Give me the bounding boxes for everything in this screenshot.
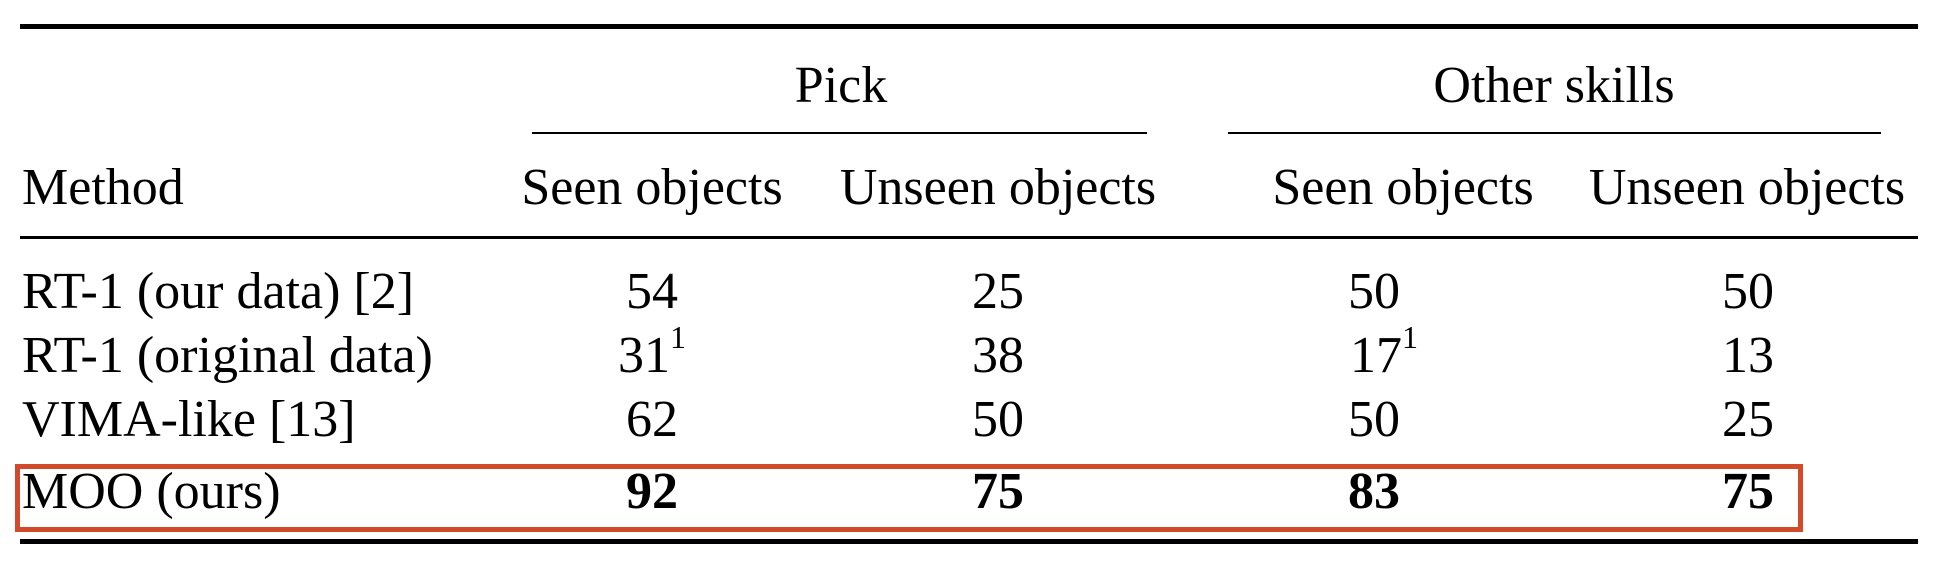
cell-other-seen: 83 <box>1348 463 1400 520</box>
column-header-pick-unseen: Unseen objects <box>839 159 1157 216</box>
cell-pick-unseen: 25 <box>972 263 1024 320</box>
cell-other-unseen: 25 <box>1722 391 1774 448</box>
cell-pick-unseen: 75 <box>972 463 1024 520</box>
group-rule-pick <box>532 132 1147 134</box>
cell-other-unseen: 75 <box>1722 463 1774 520</box>
column-header-other-seen: Seen objects <box>1272 159 1534 216</box>
cell-pick-unseen: 38 <box>972 327 1024 384</box>
highlight-box <box>15 464 1803 532</box>
cell-other-seen: 50 <box>1348 263 1400 320</box>
cell-other-unseen: 50 <box>1722 263 1774 320</box>
cell-pick-seen: 311 <box>618 318 686 384</box>
cell-pick-seen: 92 <box>626 463 678 520</box>
top-rule <box>20 24 1918 29</box>
group-header-pick: Pick <box>794 57 888 114</box>
header-rule <box>20 236 1918 239</box>
row-method: RT-1 (original data) <box>22 327 433 384</box>
row-method: VIMA-like [13] <box>22 391 356 448</box>
column-header-method: Method <box>22 159 184 216</box>
cell-other-seen: 50 <box>1348 391 1400 448</box>
row-method: MOO (ours) <box>22 463 281 520</box>
cell-pick-unseen: 50 <box>972 391 1024 448</box>
cell-pick-seen: 62 <box>626 391 678 448</box>
group-header-other-skills: Other skills <box>1433 57 1675 114</box>
column-header-pick-seen: Seen objects <box>521 159 783 216</box>
row-method: RT-1 (our data) [2] <box>22 263 415 320</box>
bottom-rule <box>20 539 1918 544</box>
cell-other-unseen: 13 <box>1722 327 1774 384</box>
cell-pick-seen: 54 <box>626 263 678 320</box>
column-header-other-unseen: Unseen objects <box>1588 159 1906 216</box>
group-rule-other-skills <box>1228 132 1881 134</box>
cell-other-seen: 171 <box>1350 318 1418 384</box>
